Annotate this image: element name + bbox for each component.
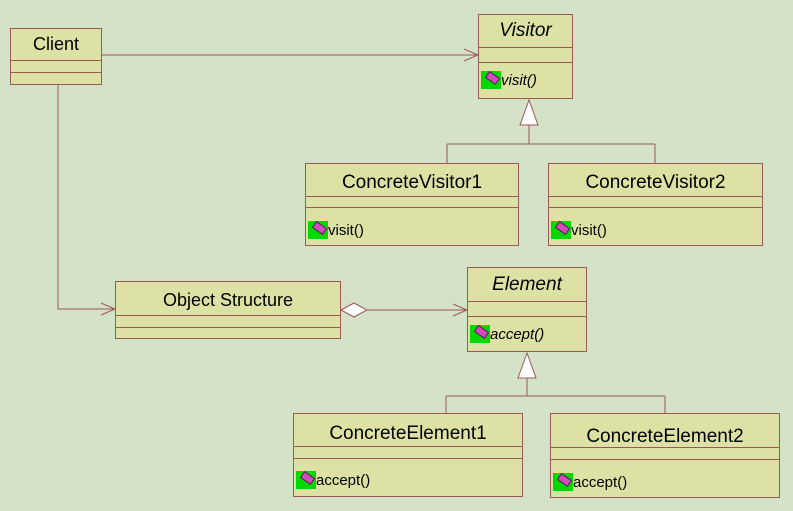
class-element[interactable]: Element accept() <box>467 267 587 352</box>
class-attributes <box>11 61 101 73</box>
class-attributes <box>551 448 779 460</box>
operation-icon <box>551 221 571 239</box>
operation-visit[interactable]: visit() <box>308 221 364 239</box>
class-name: ConcreteVisitor1 <box>306 164 518 197</box>
generalization-element-tree <box>445 378 666 413</box>
class-concrete-element-2[interactable]: ConcreteElement2 accept() <box>550 413 780 498</box>
class-attributes <box>294 447 522 459</box>
class-name: ConcreteElement1 <box>294 414 522 447</box>
operation-visit[interactable]: visit() <box>551 221 607 239</box>
operation-visit[interactable]: visit() <box>481 71 537 89</box>
operation-icon <box>308 221 328 239</box>
class-name: ConcreteVisitor2 <box>549 164 762 197</box>
operation-accept[interactable]: accept() <box>553 473 627 491</box>
class-attributes <box>549 197 762 208</box>
class-concrete-element-1[interactable]: ConcreteElement1 accept() <box>293 413 523 497</box>
class-operations: visit() <box>306 208 518 247</box>
operation-icon <box>481 71 501 89</box>
generalization-visitor-tree <box>446 125 656 163</box>
class-concrete-visitor-1[interactable]: ConcreteVisitor1 visit() <box>305 163 519 246</box>
class-attributes <box>116 316 340 328</box>
class-name: ConcreteElement2 <box>551 414 779 448</box>
aggregation-diamond <box>339 302 369 318</box>
class-attributes <box>479 48 572 63</box>
operation-accept[interactable]: accept() <box>470 325 544 343</box>
class-concrete-visitor-2[interactable]: ConcreteVisitor2 visit() <box>548 163 763 246</box>
generalization-triangle-visitor <box>519 98 539 126</box>
class-name: Client <box>11 29 101 61</box>
generalization-triangle-element <box>517 351 537 379</box>
class-operations: visit() <box>479 63 572 100</box>
association-client-object-structure <box>57 85 115 310</box>
class-name: Element <box>468 268 586 302</box>
class-client[interactable]: Client <box>10 28 102 85</box>
operation-icon <box>553 473 573 491</box>
class-attributes <box>468 302 586 317</box>
operation-accept[interactable]: accept() <box>296 471 370 489</box>
class-operations: accept() <box>294 459 522 498</box>
class-operations: visit() <box>549 208 762 247</box>
class-operations: accept() <box>551 460 779 499</box>
class-name: Object Structure <box>116 282 340 316</box>
class-operations: accept() <box>468 317 586 353</box>
class-attributes <box>306 197 518 208</box>
operation-icon <box>470 325 490 343</box>
class-visitor[interactable]: Visitor visit() <box>478 14 573 99</box>
class-object-structure[interactable]: Object Structure <box>115 281 341 339</box>
operation-icon <box>296 471 316 489</box>
class-name: Visitor <box>479 15 572 48</box>
